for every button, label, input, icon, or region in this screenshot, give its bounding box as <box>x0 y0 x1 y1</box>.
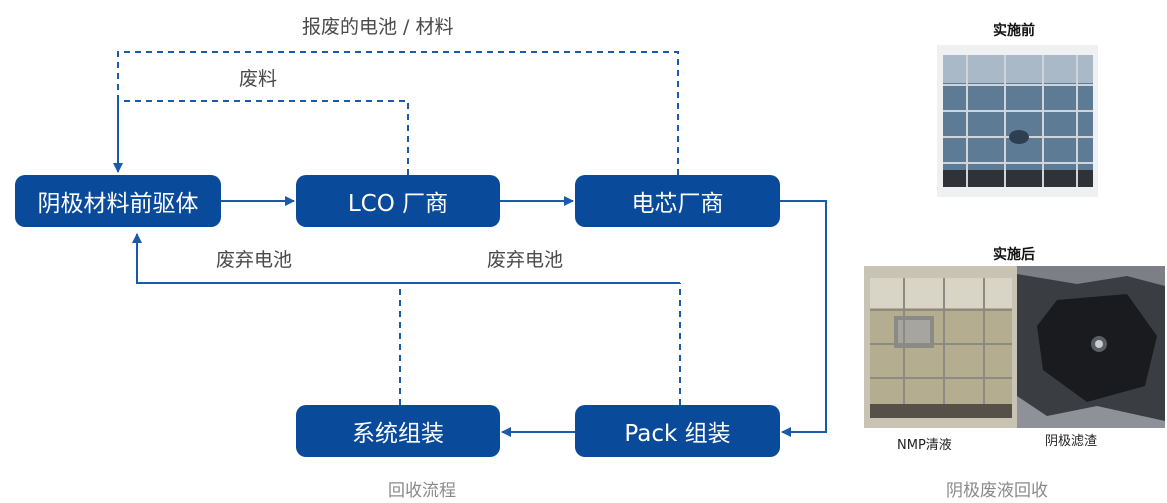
node-cell-maker: 电芯厂商 <box>575 175 780 227</box>
caption-cathode-waste-liquid-recovery: 阴极废液回收 <box>946 481 1048 501</box>
label-waste-batteries-left: 废弃电池 <box>216 249 293 271</box>
dashed-loop-waste-material <box>118 100 409 175</box>
arrow-cell-to-pack <box>780 200 827 437</box>
photo-before-tank <box>937 45 1098 197</box>
photo-after-filter-residue <box>1017 266 1165 428</box>
photo-after-nmp-tank <box>864 266 1017 428</box>
node-lco-maker: LCO 厂商 <box>296 175 500 227</box>
node-precursor: 阴极材料前驱体 <box>15 175 221 227</box>
label-scrap-batteries-materials: 报废的电池 / 材料 <box>302 16 454 38</box>
photo-title-before: 实施前 <box>993 23 1035 39</box>
photo-label-filter-residue: 阴极滤渣 <box>1045 434 1098 449</box>
photo-label-nmp: NMP清液 <box>897 438 952 453</box>
node-system-assembly: 系统组装 <box>296 405 500 457</box>
arrow-return-to-precursor <box>132 233 680 284</box>
dashed-loop-scrap <box>117 51 679 175</box>
label-scrap-material: 废料 <box>239 68 278 90</box>
caption-recycling-process: 回收流程 <box>388 481 456 501</box>
node-pack-assembly: Pack 组装 <box>575 405 780 457</box>
photo-title-after: 实施后 <box>993 247 1035 263</box>
label-waste-batteries-right: 废弃电池 <box>487 249 564 271</box>
